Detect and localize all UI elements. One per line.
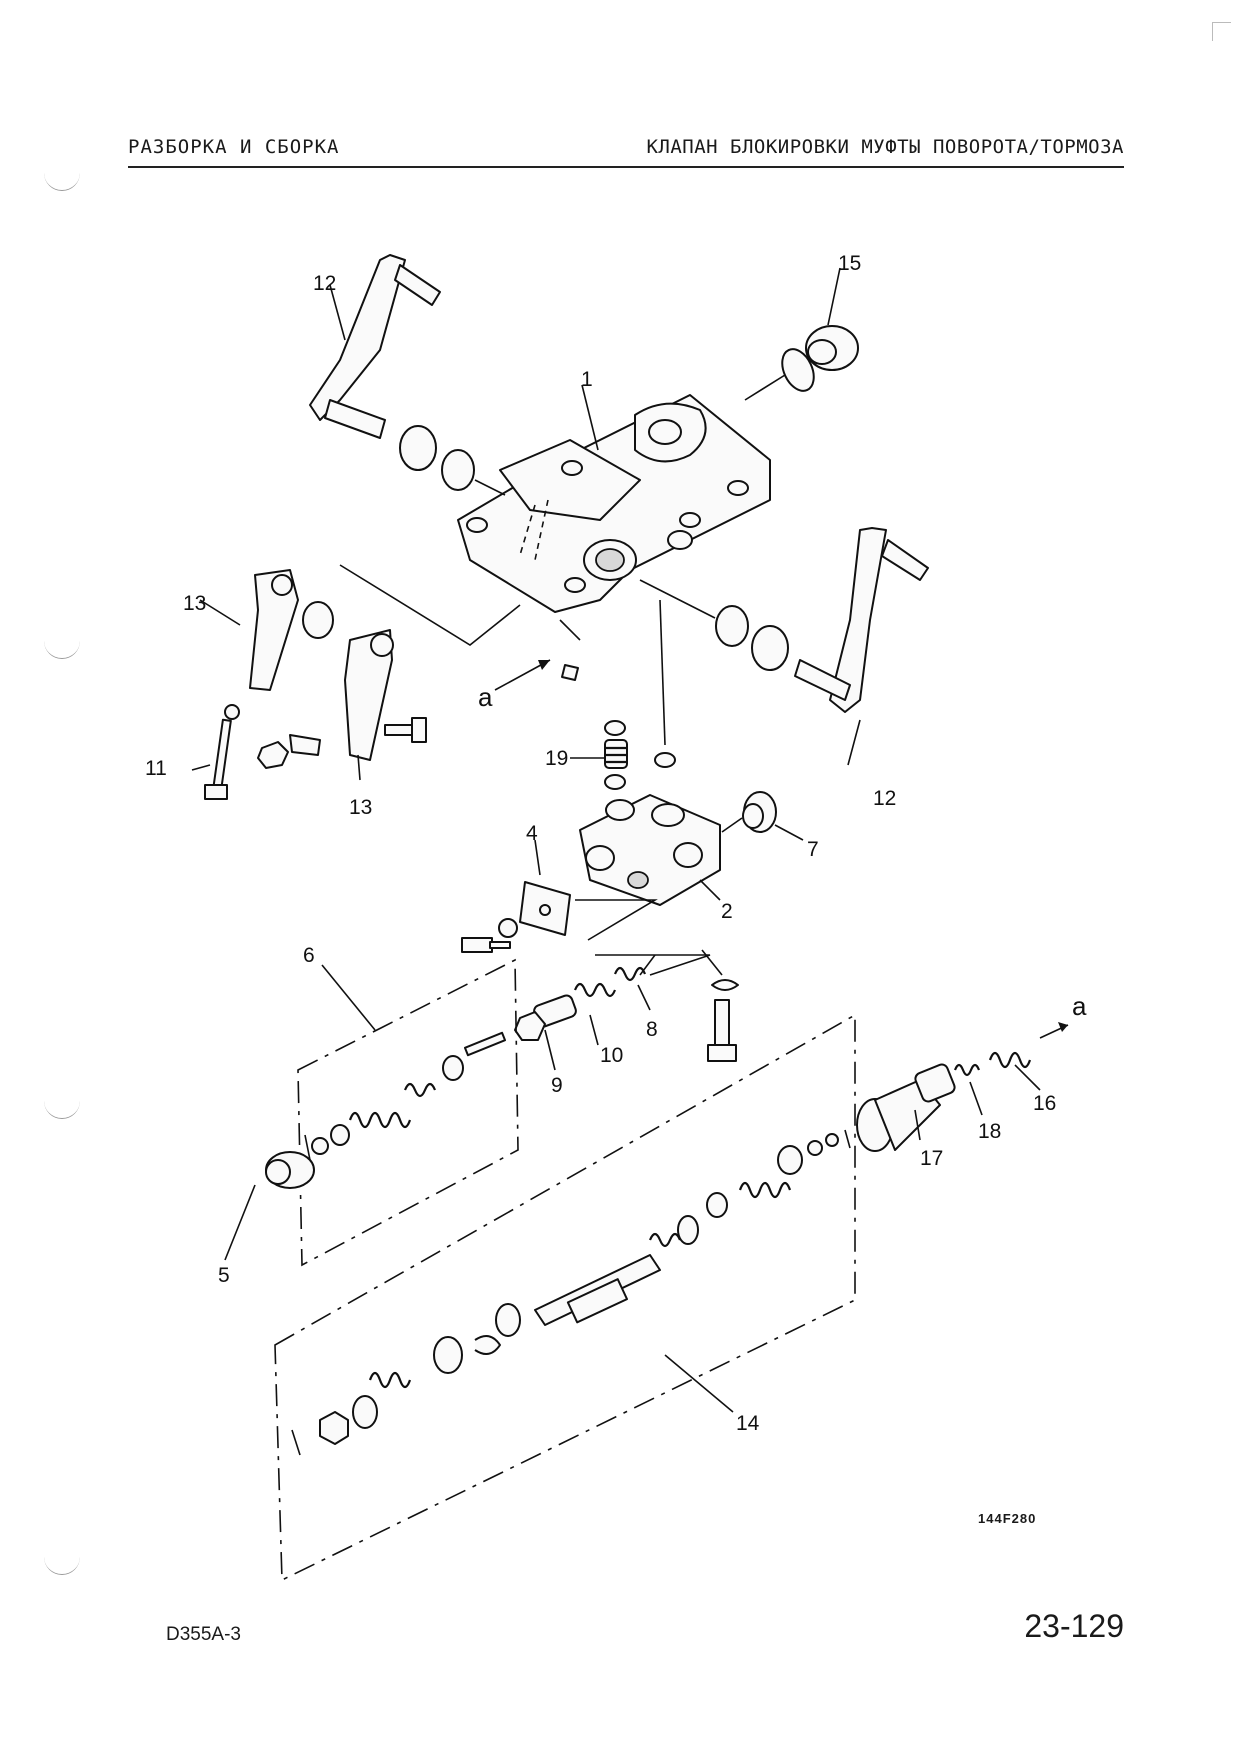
o-ring — [781, 348, 815, 392]
bolt — [707, 999, 737, 1062]
plug-part-7 — [742, 791, 777, 833]
callout-part-2: 2 — [721, 900, 733, 923]
callout-part-19: 19 — [545, 747, 568, 770]
subassembly-boundary-6 — [297, 958, 519, 1267]
bushing — [715, 605, 749, 647]
valve-part-5 — [265, 1151, 315, 1189]
spring-part-18 — [953, 1063, 981, 1077]
page-title: КЛАПАН БЛОКИРОВКИ МУФТЫ ПОВОРОТА/ТОРМОЗА — [646, 136, 1124, 158]
callout-part-11: 11 — [145, 757, 167, 780]
plate-part-4 — [519, 881, 571, 936]
nut — [319, 1411, 349, 1445]
binder-hole-mark — [44, 640, 80, 659]
callout-part-13-lower: 13 — [349, 796, 372, 819]
callout-part-1: 1 — [581, 368, 593, 391]
callout-part-10: 10 — [600, 1044, 623, 1067]
valve-body-part-2 — [579, 794, 721, 906]
callout-part-16: 16 — [1033, 1092, 1056, 1115]
nut — [311, 1137, 329, 1155]
spring — [738, 1181, 792, 1199]
washer — [807, 1140, 823, 1156]
bolt — [461, 937, 511, 953]
page-number: 23-129 — [1024, 1608, 1124, 1644]
spring — [348, 1111, 412, 1129]
cotter-pin — [304, 1134, 311, 1161]
plug-part-15 — [805, 325, 859, 371]
bushing — [302, 601, 334, 639]
binder-hole-mark — [44, 1100, 80, 1119]
subassembly-boundary-14 — [274, 1013, 856, 1582]
clip — [289, 734, 321, 756]
small-screw — [561, 664, 579, 681]
spring-part-10 — [573, 982, 617, 998]
o-ring — [604, 720, 626, 736]
cotter-pin — [844, 1129, 851, 1149]
spool-part-9 — [514, 994, 577, 1041]
spring — [403, 1082, 437, 1098]
binder-hole-mark — [44, 1556, 80, 1575]
nut — [825, 1133, 839, 1147]
model-code: D355A-3 — [166, 1624, 241, 1645]
piston-part-17 — [856, 1063, 956, 1152]
seat — [677, 1215, 699, 1245]
callout-part-14: 14 — [736, 1412, 760, 1435]
section-heading: РАЗБОРКА И СБОРКА — [128, 136, 340, 158]
bolt — [384, 717, 427, 743]
spool-part-14 — [534, 1254, 661, 1326]
bearing — [399, 425, 437, 471]
pin — [463, 1031, 507, 1057]
figure-code: 144F280 — [978, 1511, 1037, 1526]
callout-part-9: 9 — [551, 1074, 563, 1097]
spring-part-8 — [613, 966, 647, 982]
link-part-13-upper — [249, 569, 299, 691]
callout-part-5: 5 — [218, 1264, 230, 1287]
arrow-a-pointer — [538, 660, 550, 670]
seat — [433, 1336, 463, 1374]
callout-part-4: 4 — [526, 822, 538, 845]
spring — [368, 1371, 412, 1389]
header-divider — [128, 166, 1124, 168]
washer — [330, 1124, 350, 1146]
spring — [648, 1232, 682, 1248]
callout-part-7: 7 — [807, 838, 819, 861]
snap-ring — [711, 979, 739, 991]
callout-view-a: a — [478, 682, 493, 712]
seat — [442, 1055, 464, 1081]
lever-part-12-left — [309, 254, 441, 439]
nut — [257, 741, 289, 769]
spring-part-19 — [604, 739, 628, 769]
callout-part-17: 17 — [920, 1147, 943, 1170]
callout-part-18: 18 — [978, 1120, 1001, 1143]
washer — [495, 1303, 521, 1337]
washer — [352, 1395, 378, 1429]
seat — [777, 1145, 803, 1175]
snap-ring — [474, 1335, 501, 1355]
callout-view-a: a — [1072, 991, 1087, 1021]
callout-part-8: 8 — [646, 1018, 658, 1041]
o-ring — [604, 774, 626, 790]
o-ring — [654, 752, 676, 768]
bushing — [441, 449, 475, 491]
callout-part-6: 6 — [303, 944, 315, 967]
callout-part-15: 15 — [838, 252, 861, 275]
cotter-pin — [291, 1429, 301, 1456]
bolt-part-11 — [204, 718, 232, 800]
callout-part-12-right: 12 — [873, 787, 896, 810]
corner-crop-mark — [1212, 22, 1231, 41]
callout-part-12-left: 12 — [313, 272, 336, 295]
washer — [224, 704, 240, 720]
binder-hole-mark — [44, 172, 80, 191]
spring-part-16 — [988, 1051, 1032, 1069]
washer — [498, 918, 518, 938]
bearing — [751, 625, 789, 671]
arrow-a-pointer — [1058, 1022, 1068, 1032]
link-part-13-lower — [344, 629, 394, 761]
washer — [706, 1192, 728, 1218]
lever-part-12-right — [794, 527, 929, 713]
valve-housing-part-1 — [457, 394, 771, 613]
callout-part-13-upper: 13 — [183, 592, 206, 615]
